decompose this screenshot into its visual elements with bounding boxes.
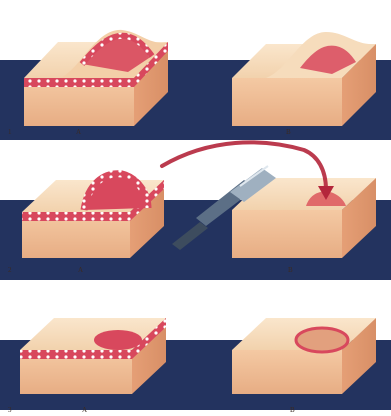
panel-label-3a: A bbox=[82, 406, 87, 414]
panel-label-3b: B bbox=[290, 406, 295, 414]
row-number-2: 2 bbox=[8, 266, 12, 274]
row-number-1: 1 bbox=[8, 128, 12, 136]
panel-label-2b: B bbox=[288, 266, 293, 274]
block-2a bbox=[22, 174, 164, 258]
block-1a bbox=[24, 30, 168, 126]
panel-label-1b: B bbox=[286, 128, 291, 136]
block-1b bbox=[232, 32, 376, 126]
panel-label-2a: A bbox=[78, 266, 83, 274]
panel-label-1a: A bbox=[76, 128, 81, 136]
row-number-3: 3 bbox=[8, 406, 12, 414]
block-3a bbox=[20, 318, 166, 394]
